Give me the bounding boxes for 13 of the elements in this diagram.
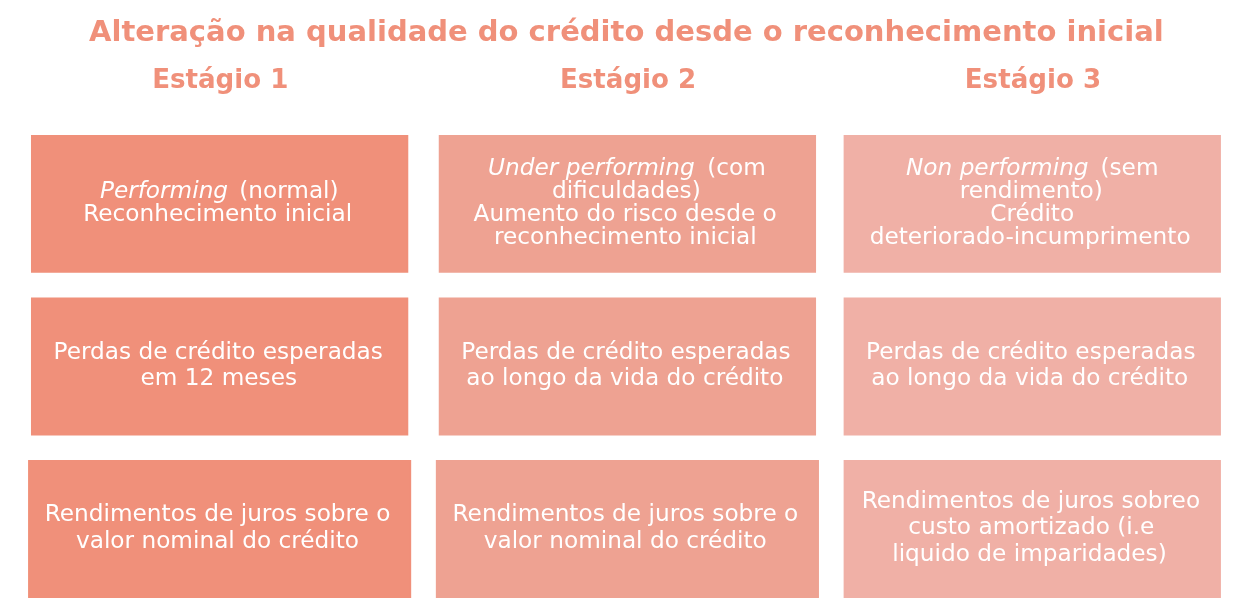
- node-box: Rendimentos de juros sobre o valor nominal do crédito: [435, 460, 819, 598]
- label: Estágio 2: [559, 64, 697, 95]
- node-box: Perdas de crédito esperadas em 12 meses: [31, 297, 409, 436]
- node-box: Rendimentos de juros sobreo custo amortizado (i.e liquido de imparidades): [843, 460, 1221, 598]
- label: Estágio 1: [152, 64, 289, 95]
- node-box: Non performing (sem rendimento) Crédito deteriorado-incumprimento: [843, 135, 1221, 273]
- node-box: Perdas de crédito esperadas ao longo da vida do crédito: [843, 297, 1221, 436]
- label: Estágio 3: [964, 64, 1102, 95]
- node-box: Rendimentos de juros sobre o valor nominal do crédito: [28, 460, 412, 598]
- node-box: Perdas de crédito esperadas ao longo da vida do crédito: [438, 297, 817, 436]
- node-box: Performing (normal) Reconhecimento inicial: [31, 135, 409, 273]
- node-box: Under performing (com dificuldades) Aumento do risco desde o reconhecimento inicial: [438, 135, 817, 273]
- diagram-title: Alteração na qualidade do crédito desde o reconhecimento inicial: [89, 14, 1164, 49]
